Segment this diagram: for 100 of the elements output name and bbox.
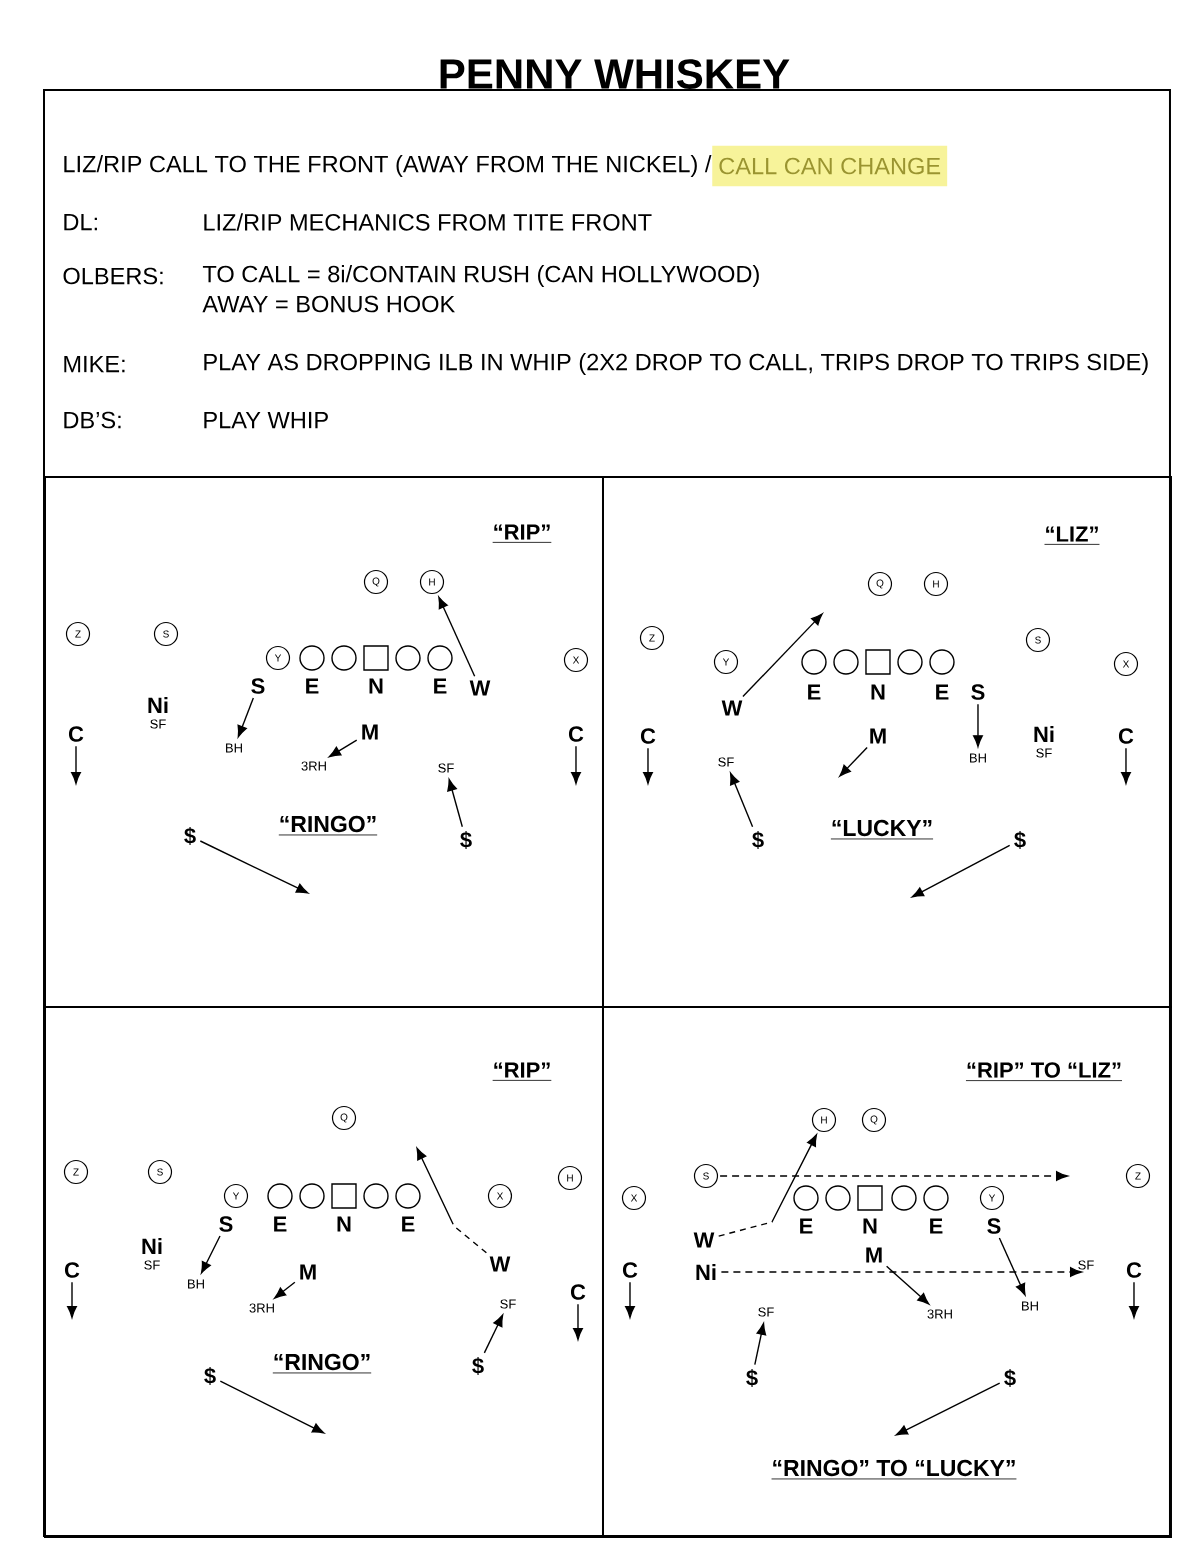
dashed-arrow <box>416 1147 488 1254</box>
lineman-circle <box>299 1183 325 1209</box>
player-letter: E <box>936 684 949 700</box>
play-heading: “RIP” <box>492 1062 552 1081</box>
player-letter: E <box>306 678 319 694</box>
player-letter: $ <box>746 1369 758 1387</box>
play-heading: “RINGO” <box>278 815 378 836</box>
player-letter: C <box>640 728 656 744</box>
center-square <box>865 649 891 675</box>
arrow <box>643 747 653 784</box>
player-letter: N <box>871 684 885 700</box>
lineman-circle <box>923 1185 949 1211</box>
dashed-arrow <box>719 1171 1068 1181</box>
player-letter: E <box>808 684 821 700</box>
player-letter: W <box>721 700 743 716</box>
instruction-text: LIZ/RIP MECHANICS FROM TITE FRONT <box>204 213 652 231</box>
player-letter: S <box>219 1216 233 1232</box>
arrow <box>328 739 358 758</box>
arrow <box>438 596 476 677</box>
player-letter: M <box>870 728 886 744</box>
arrow <box>483 1314 504 1354</box>
lineman-circle <box>331 645 357 671</box>
instruction-text: PLAY AS DROPPING ILB IN WHIP (2X2 DROP TO CALL, TRIPS DROP TO TRIPS SIDE) <box>204 353 1148 375</box>
player-letter: W <box>489 1256 511 1272</box>
arrow <box>1121 747 1131 784</box>
lineman-circle <box>363 1183 389 1209</box>
arrow <box>839 746 868 777</box>
player-letter: M <box>362 724 378 740</box>
arrow <box>71 745 81 784</box>
lineman-circle <box>427 645 453 671</box>
lineman-circle <box>929 649 955 675</box>
lineman-circle <box>833 649 859 675</box>
arrow <box>998 1237 1026 1296</box>
arrow <box>199 840 309 894</box>
player-letter: N <box>337 1216 351 1232</box>
position-label: MIKE: <box>64 355 125 373</box>
arrow <box>200 1235 221 1274</box>
player-letter: E <box>402 1216 415 1232</box>
arrow <box>237 697 255 738</box>
player-letter: E <box>434 678 447 694</box>
center-square <box>857 1185 883 1211</box>
player-letter: $ <box>752 831 764 849</box>
arrow <box>885 1265 930 1305</box>
player-letter: S <box>971 684 985 700</box>
player-letter: M <box>300 1264 316 1280</box>
player-letter: $ <box>460 831 472 849</box>
highlighted-note: CALL CAN CHANGE <box>712 145 948 187</box>
arrow <box>571 745 581 784</box>
player-letter: $ <box>1004 1369 1016 1387</box>
player-letter: N <box>863 1218 877 1234</box>
player-letter: E <box>800 1218 813 1234</box>
play-heading: “RIP” TO “LIZ” <box>965 1062 1123 1081</box>
player-letter: W <box>693 1232 715 1248</box>
player-letter: $ <box>184 827 196 845</box>
play-heading: “RINGO” <box>272 1353 372 1374</box>
player-letter: Ni <box>1034 726 1054 742</box>
player-letter: $ <box>204 1367 216 1385</box>
arrow <box>625 1281 635 1318</box>
lineman-circle <box>825 1185 851 1211</box>
play-heading: “RINGO” TO “LUCKY” <box>771 1459 1017 1480</box>
player-letter: W <box>469 680 491 696</box>
player-letter: C <box>68 726 84 742</box>
player-letter: E <box>274 1216 287 1232</box>
instruction-text: PLAY WHIP <box>204 411 328 429</box>
instruction-text: AWAY = BONUS HOOK <box>202 295 455 313</box>
lineman-circle <box>897 649 923 675</box>
lineman-circle <box>395 1183 421 1209</box>
arrow <box>895 1382 1001 1436</box>
arrow <box>911 844 1011 898</box>
player-letter: C <box>64 1262 80 1278</box>
play-heading: “LIZ” <box>1044 526 1100 545</box>
lineman-circle <box>891 1185 917 1211</box>
arrow <box>742 613 823 698</box>
player-letter: S <box>987 1218 1001 1234</box>
player-letter: Ni <box>142 1238 162 1254</box>
arrow <box>274 1281 296 1299</box>
player-letter: $ <box>472 1357 484 1375</box>
position-label: DL: <box>64 213 97 231</box>
title: PENNY WHISKEY <box>440 59 790 89</box>
player-letter: S <box>251 678 265 694</box>
player-letter: C <box>570 1284 586 1300</box>
lineman-circle <box>395 645 421 671</box>
player-letter: Ni <box>148 697 168 713</box>
player-letter: N <box>369 678 383 694</box>
arrow <box>729 772 754 828</box>
lineman-circle <box>793 1185 819 1211</box>
player-letter: C <box>1126 1262 1142 1278</box>
lineman-circle <box>299 645 325 671</box>
position-label: DB’S: <box>64 411 121 429</box>
player-letter: E <box>930 1218 943 1234</box>
arrow <box>973 703 983 748</box>
arrow <box>67 1281 77 1318</box>
dashed-arrow <box>718 1134 818 1237</box>
dashed-arrow <box>720 1267 1082 1277</box>
arrow <box>573 1303 583 1340</box>
instruction-text: LIZ/RIP CALL TO THE FRONT (AWAY FROM THE NICKEL) / <box>64 155 712 177</box>
player-letter: Ni <box>696 1264 716 1280</box>
arrow <box>447 778 463 828</box>
lineman-circle <box>267 1183 293 1209</box>
center-square <box>331 1183 357 1209</box>
